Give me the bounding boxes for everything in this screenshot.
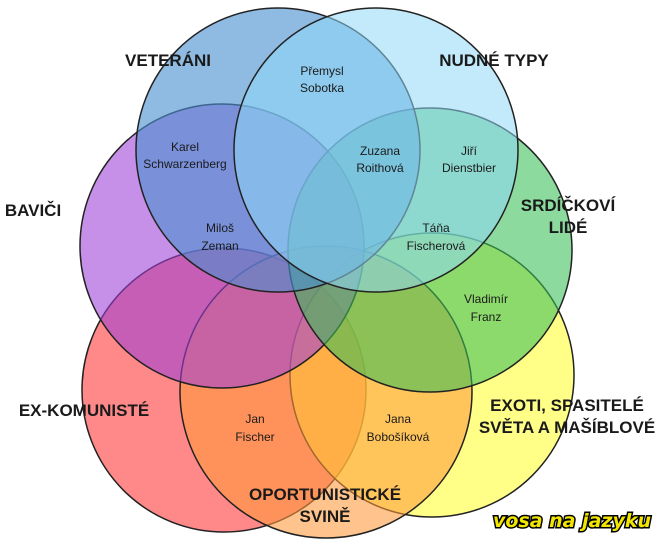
venn-circles [79,7,575,539]
candidate-fischerova: Táňa Fischerová [407,221,466,253]
label-exoti-1: EXOTI, SPASITELÉ [490,396,644,415]
candidate-zeman: Miloš Zeman [201,221,238,253]
label-exkomuniste: EX-KOMUNISTÉ [19,401,149,420]
candidate-last-name: Fischer [235,430,274,444]
candidate-first-name: Miloš [206,221,234,235]
candidate-last-name: Bobošíková [367,430,430,444]
label-srdickovi-1: SRDÍČKOVÍ [521,196,617,215]
candidate-fischer: Jan Fischer [235,412,274,444]
candidate-sobotka: Přemysl Sobotka [300,64,344,95]
candidate-last-name: Franz [471,310,502,324]
label-bavici: BAVIČI [5,201,61,220]
candidate-first-name: Jiří [461,144,478,158]
label-exoti-2: SVĚTA A MAŠÍBLOVÉ [479,418,655,437]
candidate-first-name: Karel [171,140,199,154]
candidate-bobosikova: Jana Bobošíková [367,412,430,444]
label-srdickovi-2: LIDÉ [549,218,588,237]
candidate-last-name: Zeman [201,239,238,253]
candidate-last-name: Dienstbier [442,161,496,175]
candidate-last-name: Fischerová [407,239,466,253]
label-oportuniste-2: SVINĚ [299,507,350,526]
candidate-dienstbier: Jiří Dienstbier [442,144,496,175]
candidate-schwarzenberg: Karel Schwarzenberg [143,140,226,171]
candidate-last-name: Schwarzenberg [143,157,226,171]
label-veterani: VETERÁNI [125,51,211,70]
circle-nudne-typy [233,7,519,293]
logo: vosa na jazyku [493,510,651,532]
candidate-first-name: Přemysl [300,64,343,78]
candidate-first-name: Zuzana [360,144,400,158]
candidate-last-name: Sobotka [300,81,344,95]
candidate-first-name: Jan [245,412,264,426]
label-nudne-typy: NUDNÉ TYPY [439,51,549,70]
candidate-last-name: Roithová [356,161,404,175]
candidate-franz: Vladimír Franz [464,292,508,324]
label-oportuniste-1: OPORTUNISTICKÉ [249,485,401,504]
candidate-first-name: Vladimír [464,292,508,306]
candidate-first-name: Jana [385,412,411,426]
candidate-first-name: Táňa [422,221,450,235]
candidate-roithova: Zuzana Roithová [356,144,404,175]
